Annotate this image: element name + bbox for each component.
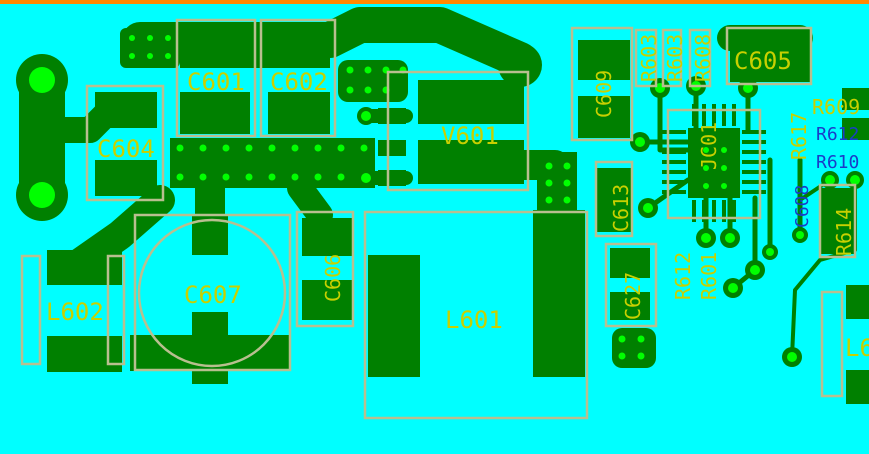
label-c608: C608 bbox=[792, 185, 813, 228]
label-r603: R603 bbox=[637, 34, 661, 82]
label-c627: C627 bbox=[621, 272, 645, 320]
label-r609: R609 bbox=[812, 95, 860, 119]
label-r614: R614 bbox=[832, 208, 856, 256]
label-c601: C601 bbox=[187, 68, 245, 96]
label-r612b: R612 bbox=[671, 252, 695, 300]
label-c604: C604 bbox=[97, 135, 155, 163]
top-edge-strip bbox=[0, 0, 869, 4]
label-l6: L6 bbox=[845, 334, 869, 362]
label-v601: V601 bbox=[441, 122, 499, 150]
label-l601: L601 bbox=[445, 306, 503, 334]
ic-pins bbox=[662, 104, 766, 222]
label-c602: C602 bbox=[270, 68, 328, 96]
label-r610: R610 bbox=[816, 152, 859, 173]
reference-labels: C601 C602 C604 V601 C607 L602 L601 C605 … bbox=[46, 34, 869, 362]
label-r612: R612 bbox=[816, 124, 859, 145]
label-r603b: R603 bbox=[663, 34, 687, 82]
label-c609: C609 bbox=[592, 70, 616, 118]
label-c607: C607 bbox=[184, 281, 242, 309]
label-c605: C605 bbox=[734, 47, 792, 75]
label-l602: L602 bbox=[46, 298, 104, 326]
silkscreen bbox=[20, 18, 857, 420]
label-r617: R617 bbox=[787, 112, 811, 160]
label-r601: R601 bbox=[697, 252, 721, 300]
label-r608: R608 bbox=[691, 34, 715, 82]
label-c613: C613 bbox=[609, 184, 633, 232]
label-c606: C606 bbox=[321, 254, 345, 302]
label-jc01: JC01 bbox=[697, 122, 721, 170]
